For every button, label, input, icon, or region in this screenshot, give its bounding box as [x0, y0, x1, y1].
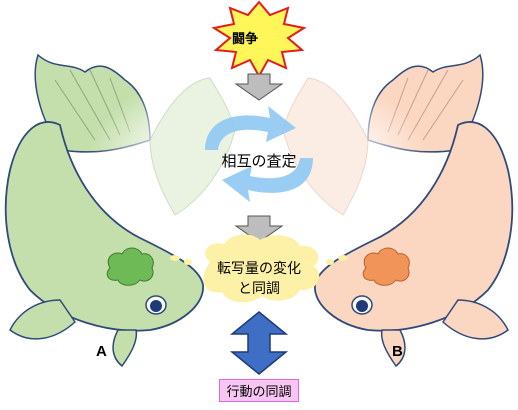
fish-a [4, 53, 204, 368]
fish-b-brain-blob [362, 247, 410, 286]
fish-a-label: A [96, 343, 107, 360]
fish-b-pectoral-fin [442, 299, 509, 340]
sync-double-arrow [229, 311, 289, 375]
mutual-cycle-arrow [205, 106, 313, 202]
fish-a-body [4, 121, 204, 332]
fish-a-brain-blob [106, 247, 154, 286]
fish-a-fin-rays [54, 69, 131, 141]
gray-arrow-down-2 [234, 215, 284, 243]
transcription-change-line-1: 転写量の変化 [217, 261, 301, 277]
ghost-tail-left [149, 77, 236, 216]
fish-a-pupil [150, 300, 162, 312]
conflict-label: 闘争 [232, 32, 259, 47]
fish-b-pupil [356, 300, 368, 312]
behavioral-sync-box: 行動の同調 [0, 379, 518, 402]
fish-b-pelvic-fin [380, 329, 406, 368]
conflict-burst [211, 0, 307, 79]
fish-b-label: B [392, 343, 403, 360]
ghost-tail-right [282, 77, 369, 216]
gray-arrow-down-1 [234, 73, 284, 101]
mutual-assessment-label: 相互の査定 [221, 152, 297, 170]
fish-b-fin-rays [387, 69, 464, 141]
connector-dots-right [326, 255, 348, 265]
change-cloud [203, 234, 320, 303]
fish-a-pelvic-fin [112, 329, 138, 368]
behavioral-sync-label: 行動の同調 [219, 379, 299, 402]
transcription-change-line-2: と同調 [238, 281, 280, 297]
transcription-change-label: 転写量の変化 と同調 [0, 259, 518, 299]
connector-dots-left [170, 255, 192, 265]
fish-a-pectoral-fin [9, 299, 76, 340]
